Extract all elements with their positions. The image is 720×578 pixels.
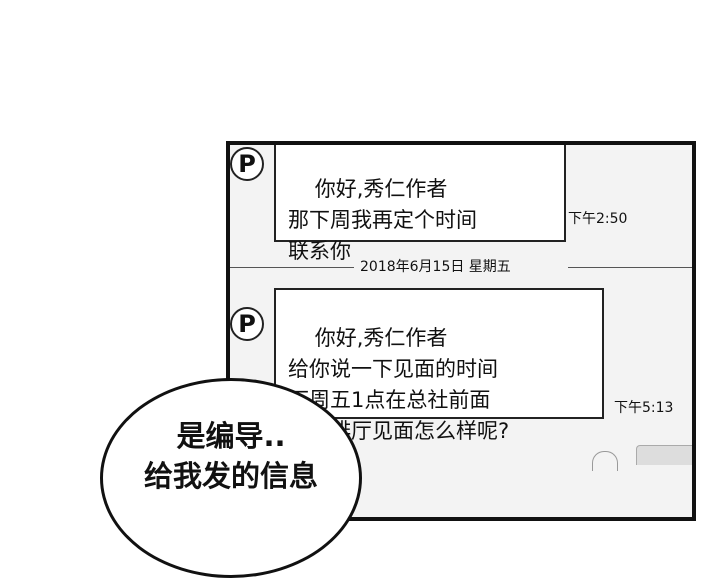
- sender-avatar[interactable]: P: [230, 307, 264, 341]
- sender-avatar[interactable]: P: [230, 147, 264, 181]
- date-divider-label: 2018年6月15日 星期五: [356, 258, 515, 276]
- message-text: 你好,秀仁作者 那下周我再定个时间 联系你: [288, 177, 477, 263]
- message-bubble[interactable]: 你好,秀仁作者 那下周我再定个时间 联系你: [274, 145, 566, 263]
- message-bubble[interactable]: 你好,秀仁作者 给你说一下见面的时间 下周五1点在总社前面 的咖啡厅见面怎么样呢…: [274, 288, 604, 443]
- message-timestamp: 下午5:13: [614, 400, 674, 416]
- message-timestamp: 下午2:50: [568, 211, 628, 227]
- avatar-letter: P: [238, 150, 256, 178]
- message-text: 你好,秀仁作者 给你说一下见面的时间 下周五1点在总社前面 的咖啡厅见面怎么样呢…: [288, 326, 510, 443]
- date-divider-line-left: [230, 267, 354, 268]
- avatar-letter: P: [238, 310, 256, 338]
- speech-balloon-text: 是编导.. 给我发的信息: [143, 419, 318, 493]
- send-button[interactable]: [636, 445, 692, 465]
- emoji-icon[interactable]: [592, 451, 618, 471]
- date-divider-line-right: [568, 267, 692, 268]
